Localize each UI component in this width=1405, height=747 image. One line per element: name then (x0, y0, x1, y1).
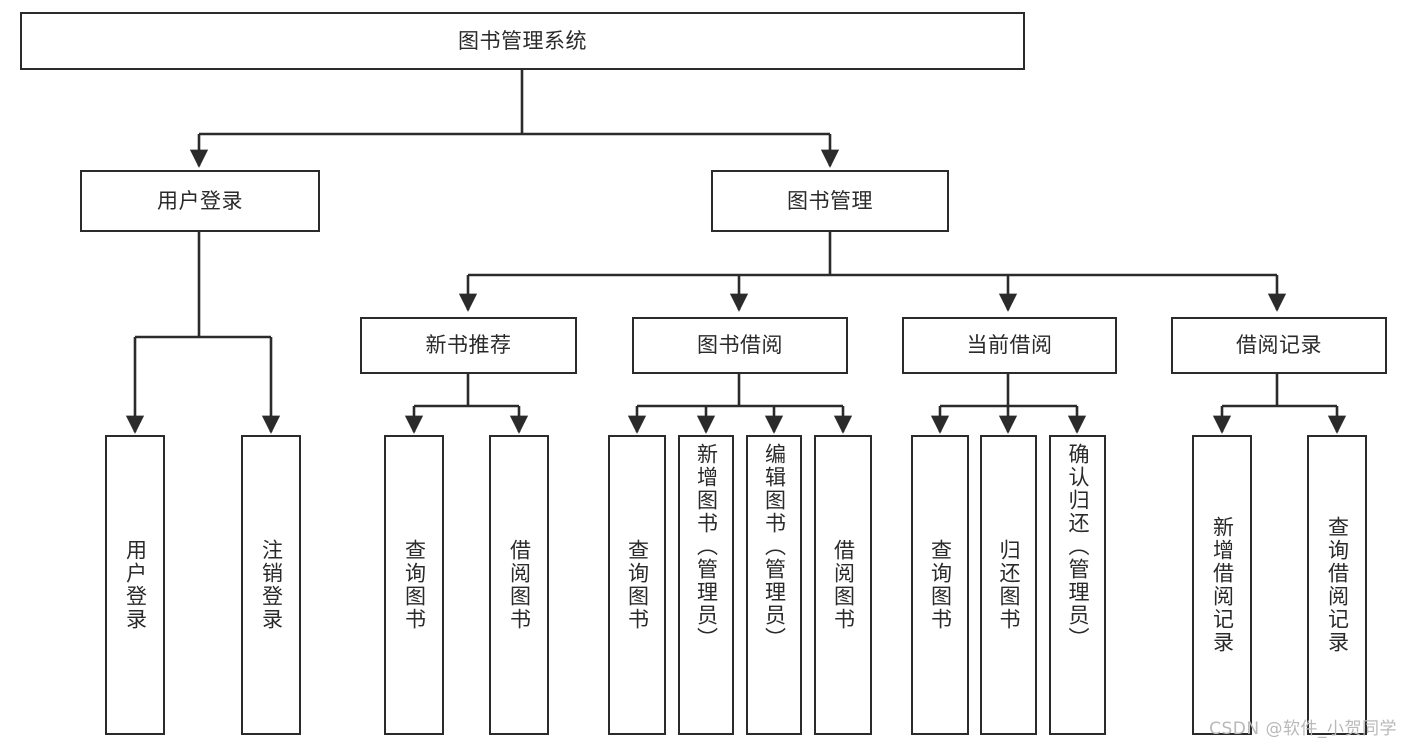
node-leaf-query-books-borrow[interactable]: 查询图书 (608, 435, 666, 735)
node-label: 新增图书（管理员） (694, 443, 719, 650)
node-leaf-add-borrow-record[interactable]: 新增借阅记录 (1192, 435, 1252, 735)
node-leaf-add-book-admin[interactable]: 新增图书（管理员） (678, 435, 734, 735)
node-label: 用户登录 (123, 539, 148, 631)
node-leaf-return-books[interactable]: 归还图书 (980, 435, 1037, 735)
node-label: 新增借阅记录 (1210, 516, 1235, 654)
node-label: 查询借阅记录 (1325, 516, 1350, 654)
node-label: 查询图书 (402, 539, 427, 631)
node-leaf-query-books-current[interactable]: 查询图书 (911, 435, 969, 735)
node-label: 借阅图书 (831, 539, 856, 631)
node-root-book-management-system[interactable]: 图书管理系统 (20, 12, 1025, 70)
node-label: 确认归还（管理员） (1066, 443, 1090, 650)
node-label: 借阅记录 (1236, 333, 1322, 358)
node-new-book-recommendation[interactable]: 新书推荐 (360, 317, 577, 374)
node-leaf-logout[interactable]: 注销登录 (241, 435, 301, 735)
node-leaf-borrow-books-recommend[interactable]: 借阅图书 (489, 435, 549, 735)
node-leaf-borrow-books[interactable]: 借阅图书 (814, 435, 872, 735)
node-label: 用户登录 (157, 188, 243, 213)
node-current-borrowing[interactable]: 当前借阅 (902, 317, 1117, 374)
node-leaf-confirm-return-admin[interactable]: 确认归还（管理员） (1049, 435, 1106, 735)
node-label: 图书管理 (787, 188, 873, 213)
node-label: 查询图书 (928, 539, 953, 631)
node-leaf-edit-book-admin[interactable]: 编辑图书（管理员） (746, 435, 802, 735)
node-label: 查询图书 (625, 539, 650, 631)
csdn-watermark: CSDN @软件_小贺同学 (1209, 719, 1397, 739)
node-label: 编辑图书（管理员） (762, 443, 787, 650)
node-label: 借阅图书 (507, 539, 532, 631)
node-leaf-query-borrow-record[interactable]: 查询借阅记录 (1307, 435, 1367, 735)
node-book-management[interactable]: 图书管理 (711, 170, 949, 232)
node-leaf-user-login[interactable]: 用户登录 (105, 435, 165, 735)
node-label: 注销登录 (259, 539, 284, 631)
node-leaf-query-books-recommend[interactable]: 查询图书 (384, 435, 444, 735)
node-user-login[interactable]: 用户登录 (80, 170, 320, 232)
node-book-borrowing[interactable]: 图书借阅 (632, 317, 848, 374)
node-label: 新书推荐 (425, 333, 512, 358)
node-borrowing-records[interactable]: 借阅记录 (1171, 317, 1387, 374)
node-label: 当前借阅 (966, 333, 1053, 358)
node-label: 图书管理系统 (458, 28, 587, 53)
node-label: 图书借阅 (697, 333, 783, 358)
node-label: 归还图书 (997, 539, 1021, 631)
